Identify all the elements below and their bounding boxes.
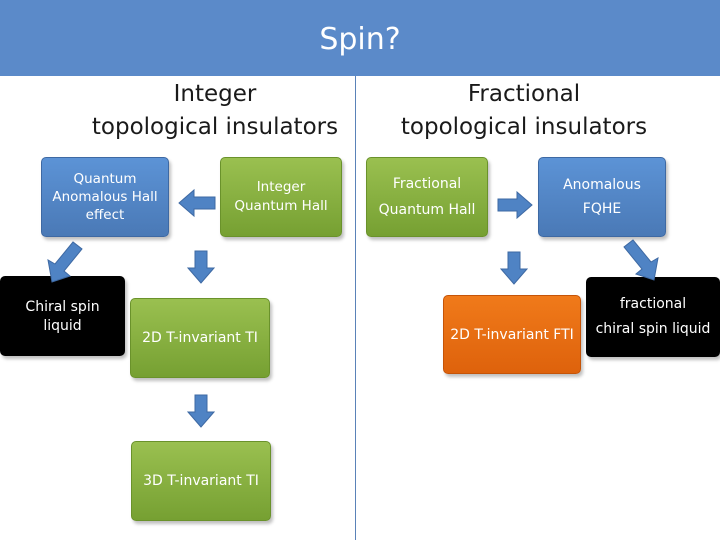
arrow-left-icon (178, 188, 216, 218)
integer-ti-heading: Integer topological insulators (91, 81, 339, 140)
fractional-ti-heading: Fractional topological insulators (400, 81, 648, 140)
fractional-chiral-spin-liquid-box: fractional chiral spin liquid (586, 277, 720, 357)
fractional-quantum-hall-box: Fractional Quantum Hall (366, 157, 488, 237)
2d-t-invariant-ti-label: 2D T-invariant TI (142, 330, 258, 346)
3d-t-invariant-ti-box: 3D T-invariant TI (131, 441, 271, 521)
fractional-quantum-hall-label: Fractional Quantum Hall (378, 176, 476, 218)
chiral-spin-liquid-box: Chiral spin liquid (0, 276, 125, 356)
title-bar: Spin? (0, 0, 720, 76)
arrow-diagonal-icon (623, 239, 659, 281)
anomalous-fqhe-label: Anomalous FQHE (563, 177, 641, 217)
anomalous-fqhe-box: Anomalous FQHE (538, 157, 666, 237)
column-divider (355, 76, 356, 540)
2d-t-invariant-ti-box: 2D T-invariant TI (130, 298, 270, 378)
arrow-down-icon (500, 251, 528, 285)
chiral-spin-liquid-label: Chiral spin liquid (25, 299, 100, 334)
arrow-down-icon (187, 250, 215, 284)
arrow-diagonal-icon (47, 241, 83, 283)
quantum-anomalous-hall-box: Quantum Anomalous Hall effect (41, 157, 169, 237)
quantum-anomalous-hall-label: Quantum Anomalous Hall effect (52, 171, 158, 223)
arrow-right-icon (497, 191, 533, 219)
page-title: Spin? (319, 22, 401, 57)
3d-t-invariant-ti-label: 3D T-invariant TI (143, 473, 259, 489)
integer-quantum-hall-label: Integer Quantum Hall (234, 179, 328, 214)
arrow-down-icon (187, 394, 215, 428)
2d-t-invariant-fti-label: 2D T-invariant FTI (450, 326, 574, 343)
fractional-chiral-spin-liquid-label: fractional chiral spin liquid (595, 296, 711, 337)
integer-quantum-hall-box: Integer Quantum Hall (220, 157, 342, 237)
2d-t-invariant-fti-box: 2D T-invariant FTI (443, 295, 581, 374)
